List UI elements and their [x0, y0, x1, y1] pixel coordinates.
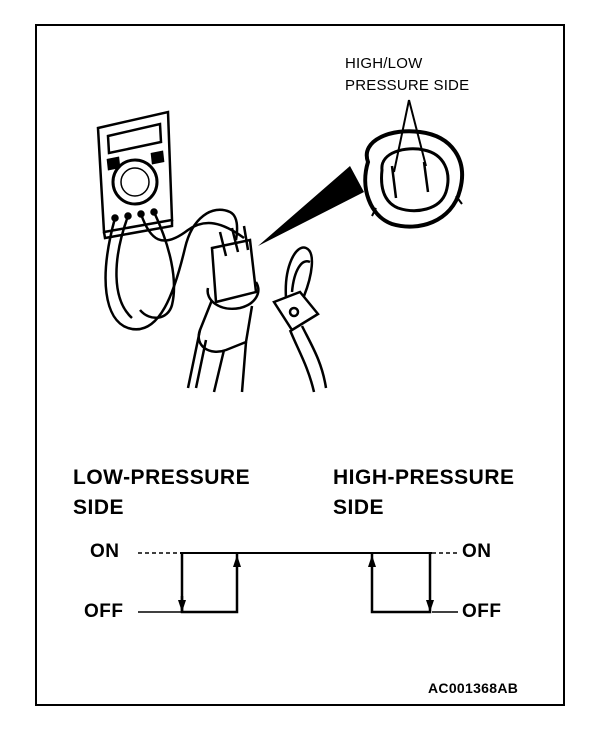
callout-label: HIGH/LOW PRESSURE SIDE	[345, 53, 469, 97]
figure-frame	[35, 24, 565, 706]
test-leads	[104, 208, 245, 331]
high-hysteresis-loop	[370, 553, 432, 614]
low-pressure-title-line2: SIDE	[73, 496, 125, 519]
high-pressure-title-line1: HIGH-PRESSURE	[333, 466, 515, 489]
callout-pointer	[393, 99, 427, 173]
zoom-pointer	[258, 166, 364, 246]
high-pressure-title-line2: SIDE	[333, 496, 385, 519]
switching-diagram	[138, 552, 458, 614]
low-off-label: OFF	[84, 601, 124, 622]
harness-connector-icon	[272, 246, 328, 393]
low-arrow-down	[178, 600, 186, 612]
pressure-switch-icon	[186, 225, 260, 393]
low-on-label: ON	[90, 541, 120, 562]
figure-code: AC001368AB	[428, 680, 519, 696]
low-arrow-up	[233, 555, 241, 567]
high-off-label: OFF	[462, 601, 502, 622]
multimeter-icon	[96, 110, 174, 240]
callout-line1: HIGH/LOW	[345, 55, 423, 72]
switch-face-icon	[363, 129, 464, 229]
callout-line2: PRESSURE SIDE	[345, 77, 470, 94]
high-on-label: ON	[462, 541, 492, 562]
low-pressure-title: LOW-PRESSURE SIDE	[73, 463, 250, 523]
high-pressure-title: HIGH-PRESSURE SIDE	[333, 463, 515, 523]
low-hysteresis-loop	[180, 553, 239, 614]
high-arrow-up	[368, 555, 376, 567]
high-arrow-down	[426, 600, 434, 612]
low-pressure-title-line1: LOW-PRESSURE	[73, 466, 251, 489]
